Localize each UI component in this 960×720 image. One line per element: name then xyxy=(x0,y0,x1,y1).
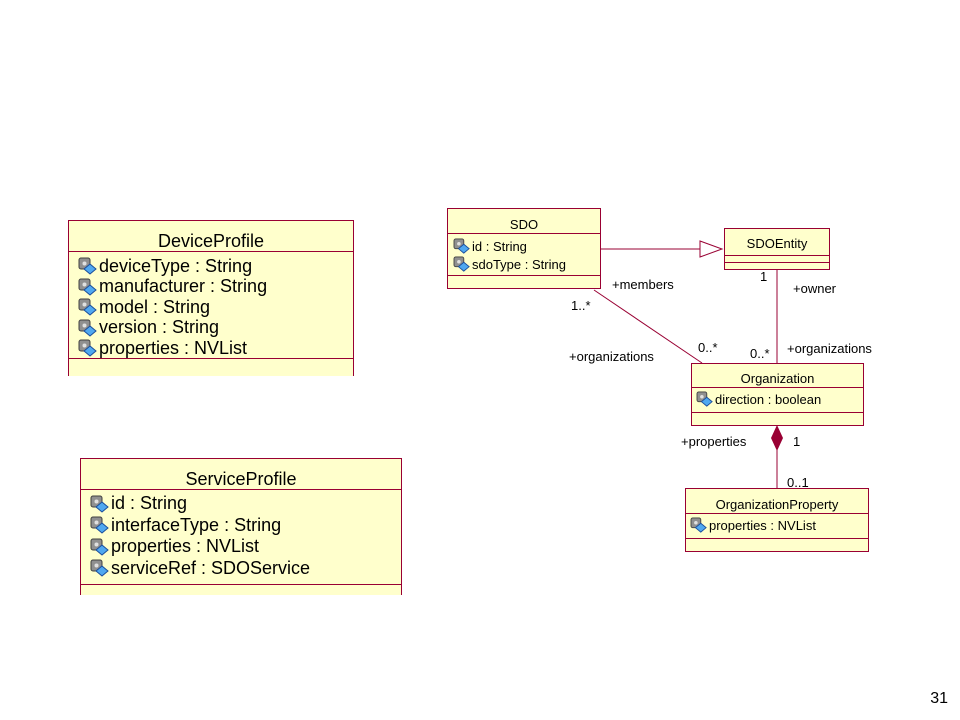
organization-property-class[interactable]: OrganizationProperty properties : NVList xyxy=(685,488,869,552)
attribute-item: id : String xyxy=(452,237,600,255)
private-attribute-icon xyxy=(452,256,472,272)
property-multiplicity: 0..1 xyxy=(787,475,809,490)
private-attribute-icon xyxy=(689,517,709,533)
private-attribute-icon xyxy=(77,257,99,275)
attribute-item: properties : NVList xyxy=(77,338,353,359)
members-multiplicity: 1..* xyxy=(571,298,591,313)
generalization-arrow xyxy=(699,240,724,258)
attribute-list: deviceType : String manufacturer : Strin… xyxy=(69,252,353,359)
page-number: 31 xyxy=(930,690,948,707)
owner-multiplicity: 1 xyxy=(760,269,768,284)
entity-organizations-multiplicity: 0..* xyxy=(750,346,770,361)
class-name: Organization xyxy=(692,364,863,388)
private-attribute-icon xyxy=(695,391,715,407)
owner-role-label: +owner xyxy=(793,281,836,296)
attribute-item: sdoType : String xyxy=(452,255,600,273)
properties-role-label: +properties xyxy=(681,434,747,449)
class-name: DeviceProfile xyxy=(69,221,353,252)
private-attribute-icon xyxy=(89,516,111,534)
attribute-item: interfaceType : String xyxy=(89,515,401,537)
entity-organizations-role-label: +organizations xyxy=(787,341,872,356)
attribute-item: model : String xyxy=(77,297,353,318)
attribute-item: version : String xyxy=(77,317,353,339)
sdo-entity-class[interactable]: SDOEntity xyxy=(724,228,830,270)
private-attribute-icon xyxy=(77,319,99,337)
class-name: OrganizationProperty xyxy=(686,489,868,514)
sdo-organizations-multiplicity: 0..* xyxy=(698,340,718,355)
class-name: SDO xyxy=(448,209,600,234)
attribute-item: direction : boolean xyxy=(695,390,863,408)
attribute-list: direction : boolean xyxy=(692,388,863,413)
attribute-item: properties : NVList xyxy=(689,516,868,534)
attribute-item: serviceRef : SDOService xyxy=(89,558,401,580)
private-attribute-icon xyxy=(77,298,99,316)
attribute-item: manufacturer : String xyxy=(77,276,353,298)
composition-diamond xyxy=(771,425,783,451)
private-attribute-icon xyxy=(89,559,111,577)
sdo-organizations-role-label: +organizations xyxy=(569,349,654,364)
private-attribute-icon xyxy=(77,278,99,296)
class-name: SDOEntity xyxy=(725,229,829,256)
private-attribute-icon xyxy=(89,495,111,513)
properties-multiplicity: 1 xyxy=(793,434,801,449)
private-attribute-icon xyxy=(452,238,472,254)
device-profile-class[interactable]: DeviceProfile deviceType : String manufa… xyxy=(68,220,354,376)
private-attribute-icon xyxy=(89,538,111,556)
attribute-list: properties : NVList xyxy=(686,514,868,539)
attribute-list xyxy=(725,256,829,263)
attribute-item: id : String xyxy=(89,493,401,515)
organization-class[interactable]: Organization direction : boolean xyxy=(691,363,864,426)
attribute-list: id : String interfaceType : String prope… xyxy=(81,490,401,585)
attribute-item: properties : NVList xyxy=(89,536,401,558)
attribute-item: deviceType : String xyxy=(77,256,353,277)
class-name: ServiceProfile xyxy=(81,459,401,490)
private-attribute-icon xyxy=(77,339,99,357)
service-profile-class[interactable]: ServiceProfile id : String interfaceType… xyxy=(80,458,402,595)
sdo-class[interactable]: SDO id : String sdoType : String xyxy=(447,208,601,289)
members-role-label: +members xyxy=(612,277,674,292)
attribute-list: id : String sdoType : String xyxy=(448,234,600,276)
